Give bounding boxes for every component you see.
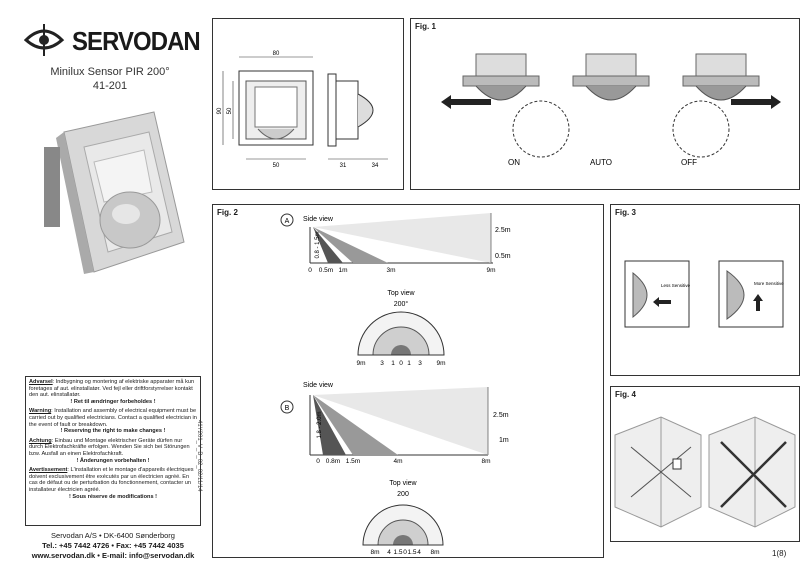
footer-web: www.servodan.dk • E-mail: info@servodan.… [31, 551, 195, 560]
dimension-svg: 80 50 90 50 31 34 [217, 51, 388, 169]
a-range-2-5: 2.5m [495, 227, 511, 234]
brand-name: SERVODAN [72, 26, 201, 56]
b-height: 1.8 - 2.0m [317, 411, 323, 438]
b-top-tick-2: 1.5 [393, 549, 402, 556]
warning-fr-text: : L'installation et le montage d'apparei… [29, 467, 194, 493]
product-illustration [44, 111, 185, 274]
warning-da-title: Advarsel [29, 379, 53, 385]
b-angle: 200 [397, 491, 409, 498]
b-top-view: Top view [389, 480, 417, 487]
footer-company: Servodan A/S • DK-6400 Sønderborg [51, 531, 175, 540]
warnings-box: Advarsel: Indbygning og montering af ele… [25, 376, 201, 526]
footer: Servodan A/S • DK-6400 Sønderborg Tel.: … [25, 531, 201, 561]
b-top-tick-3: 0 [403, 549, 407, 556]
warning-de-note: ! Änderungen vorbehalten ! [76, 457, 150, 464]
arrow-left-icon [441, 95, 491, 109]
brand-logo: SERVODAN [23, 22, 201, 62]
page-number: 1(8) [772, 549, 787, 558]
dim-90: 90 [217, 107, 223, 114]
b-tick-1: 0.8m [326, 458, 340, 465]
b-top-tick-1: 4 [387, 549, 391, 556]
a-height: 0.8 - 1.5m [315, 231, 321, 258]
more-sensitive: More Sensitive [754, 281, 784, 286]
warning-da-note: ! Ret til ændringer forbeholdes ! [70, 398, 156, 405]
b-top-tick-0: 8m [370, 549, 379, 556]
fig1-label: Fig. 1 [415, 22, 436, 31]
fig2-label: Fig. 2 [217, 208, 238, 217]
warning-da-text: : Indbygning og montering af elektriske … [29, 379, 195, 399]
b-tick-2: 1.5m [346, 458, 360, 465]
a-angle: 200° [394, 300, 409, 308]
b-side-view: Side view [303, 382, 334, 389]
b-top-tick-5: 4 [417, 549, 421, 556]
a-top-tick-6: 9m [436, 360, 445, 367]
warning-en-text: : Installation and assembly of electrica… [29, 408, 197, 428]
product-name: Minilux Sensor PIR 200° [50, 66, 170, 78]
arrow-right-icon [731, 95, 781, 109]
fig3-panel: Fig. 3 Less Sensitive More Sensitive [610, 204, 800, 376]
fig3-svg: Less Sensitive More Sensitive [624, 260, 784, 328]
b-tick-0: 0 [316, 458, 320, 465]
b-top-tick-6: 8m [430, 549, 439, 556]
warning-de-text: : Einbau und Montage elektrischer Geräte… [29, 437, 190, 457]
warning-de-title: Achtung [29, 437, 52, 444]
eye-logo-icon [23, 24, 65, 56]
a-range-0-5: 0.5m [495, 253, 511, 260]
a-tick-2: 1m [338, 267, 347, 274]
a-tick-1: 0.5m [319, 267, 333, 274]
fig4-svg [614, 416, 796, 528]
b-top-tick-4: 1.5 [407, 549, 416, 556]
fig1-svg: ON AUTO OFF [441, 53, 781, 167]
b-range-2-5: 2.5m [493, 412, 509, 419]
footer-phone: Tel.: +45 7442 4726 • Fax: +45 7442 4035 [42, 541, 184, 550]
a-tick-0: 0 [308, 267, 312, 274]
cross-icon [720, 441, 787, 508]
warning-fr-note: ! Sous réserve de modifications ! [69, 493, 157, 500]
a-top-tick-3: 0 [399, 360, 403, 367]
dim-50-bottom: 50 [273, 163, 280, 169]
b-tick-4: 8m [481, 458, 490, 465]
dim-80: 80 [273, 51, 280, 57]
a-side-view: Side view [303, 216, 334, 223]
arrow-up-icon [753, 294, 763, 311]
dim-31: 31 [340, 163, 347, 169]
warning-fr-title: Avertissement [29, 467, 68, 474]
fig1-panel: Fig. 1 ON AUTO OFF [410, 18, 800, 190]
warning-en-title: Warning [29, 408, 52, 415]
marker-a: A [285, 218, 290, 225]
fig3-label: Fig. 3 [615, 208, 636, 217]
a-top-tick-1: 3 [380, 360, 384, 367]
mode-auto: AUTO [590, 158, 612, 167]
arrow-left-icon [653, 297, 671, 307]
a-top-tick-5: 3 [418, 360, 422, 367]
b-tick-3: 4m [393, 458, 402, 465]
dim-50-side: 50 [227, 107, 233, 114]
a-top-tick-2: 1 [391, 360, 395, 367]
a-top-tick-0: 9m [356, 360, 365, 367]
less-sensitive: Less Sensitive [661, 283, 691, 288]
dim-34: 34 [372, 163, 379, 169]
mode-off: OFF [681, 158, 697, 167]
product-code: 41-201 [92, 80, 128, 92]
a-top-tick-4: 1 [407, 360, 411, 367]
fig4-label: Fig. 4 [615, 390, 636, 399]
fig2-panel: Fig. 2 A Side view 2.5m 0.5m 0.8 - 1.5m … [212, 204, 604, 558]
warning-en-note: ! Reserving the right to make changes ! [60, 428, 166, 435]
a-tick-3: 3m [386, 267, 395, 274]
a-top-view: Top view [387, 290, 415, 297]
marker-b: B [285, 405, 290, 412]
a-tick-4: 9m [486, 267, 495, 274]
fig4-panel: Fig. 4 [610, 386, 800, 542]
fig2-svg: A Side view 2.5m 0.5m 0.8 - 1.5m 0 0.5m … [280, 213, 511, 556]
mode-on: ON [508, 158, 520, 167]
dimension-drawing: 80 50 90 50 31 34 [212, 18, 404, 190]
b-range-1: 1m [499, 437, 509, 444]
